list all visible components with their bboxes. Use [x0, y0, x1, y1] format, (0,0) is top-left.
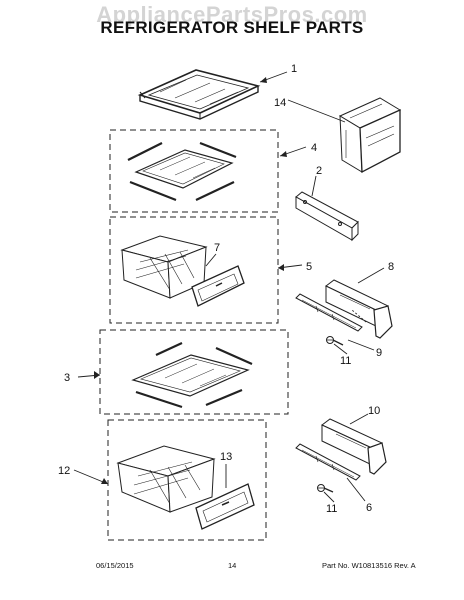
callout-5: 5	[306, 261, 312, 273]
callout-3: 3	[64, 372, 70, 384]
callout-10: 10	[368, 405, 380, 417]
part-11-screw-lower	[317, 484, 334, 493]
part-9-slide-rail	[295, 293, 363, 332]
page-title: REFRIGERATOR SHELF PARTS	[100, 18, 364, 37]
callout-14: 14	[274, 97, 286, 109]
part-3-dashed-box	[99, 329, 289, 415]
part-14-storage-bin	[338, 97, 402, 174]
part-11-screw-upper	[326, 336, 344, 346]
part-5-crisper-drawer	[120, 235, 208, 299]
part-1-shelf	[137, 69, 261, 120]
footer-date: 06/15/2015	[96, 561, 134, 570]
part-5-dashed-box	[109, 216, 279, 324]
callout-7: 7	[214, 242, 220, 254]
part-13-drawer-front	[195, 483, 255, 530]
part-12-dashed-box	[107, 419, 267, 541]
callout-8: 8	[388, 261, 394, 273]
part-7-drawer-front	[191, 265, 245, 307]
watermark-text: AppliancePartsPros.com	[96, 2, 368, 27]
callout-13: 13	[220, 451, 232, 463]
footer-part-number: Part No. W10813516 Rev. A	[322, 561, 416, 570]
leader-arrowheads	[94, 77, 287, 484]
callout-12: 12	[58, 465, 70, 477]
callout-1: 1	[291, 63, 297, 75]
part-2-bracket	[295, 191, 359, 242]
part-6-slide-rail	[295, 443, 361, 481]
callout-9: 9	[376, 347, 382, 359]
part-12-crisper-drawer	[116, 445, 216, 513]
footer-page-number: 14	[228, 561, 237, 570]
part-4-dashed-box	[109, 129, 279, 213]
part-10-rail-cover	[321, 418, 387, 475]
part-8-rail-cover	[325, 279, 393, 339]
leader-lines	[73, 71, 385, 503]
callout-11-lower: 11	[326, 503, 337, 515]
callout-2: 2	[316, 165, 322, 177]
callout-6: 6	[366, 502, 372, 514]
callout-11-upper: 11	[340, 355, 351, 367]
part-4-glass-shelf	[127, 141, 237, 202]
part-3-glass-shelf	[131, 342, 253, 409]
callout-4: 4	[311, 142, 317, 154]
